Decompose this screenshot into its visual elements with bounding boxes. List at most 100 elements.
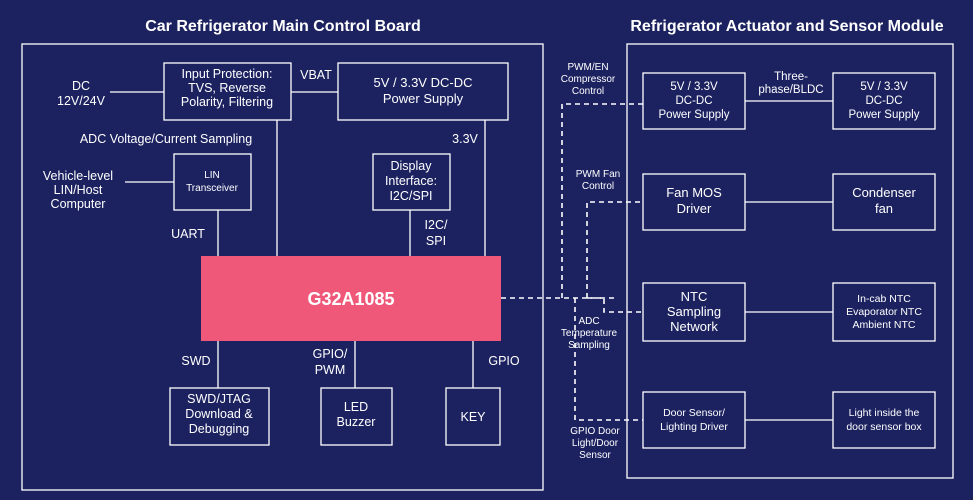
power-supply-box xyxy=(337,62,509,121)
text-line: Light/Door xyxy=(572,438,619,449)
text-line: Temperature xyxy=(561,328,618,339)
module-power-left-text: 5V / 3.3V DC-DC Power Supply xyxy=(659,81,730,121)
mcu-block xyxy=(201,256,501,341)
text-line: SWD xyxy=(181,354,210,368)
door-driver-box xyxy=(642,391,746,449)
text-line: fan xyxy=(875,201,893,216)
text-line: LIN xyxy=(204,170,220,181)
text-line: Driver xyxy=(677,201,712,216)
text-line: UART xyxy=(171,227,205,241)
v33-label: 3.3V xyxy=(452,132,478,146)
gpio-pwm-label: GPIO/PWM xyxy=(313,347,348,377)
text-line: PWM xyxy=(315,363,346,377)
text-line: LED xyxy=(344,400,368,414)
text-line: Network xyxy=(670,319,718,334)
text-line: DC-DC xyxy=(865,95,902,107)
main-board-title: Car Refrigerator Main Control Board xyxy=(145,18,421,35)
text-line: I2C/SPI xyxy=(389,189,432,203)
dash-ntc xyxy=(587,297,643,313)
text-line: GPIO xyxy=(488,354,520,368)
text-line: Lighting Driver xyxy=(660,421,728,433)
swd-jtag-box xyxy=(169,387,270,446)
text-line: Three- xyxy=(774,71,808,83)
text-line: ADC xyxy=(578,316,599,327)
text-line: LIN/Host xyxy=(54,183,103,197)
lin-transceiver-text: LIN Transceiver xyxy=(186,170,239,194)
text-line: Fan MOS xyxy=(666,185,722,200)
adc-voltage-label: ADC Voltage/Current Sampling xyxy=(80,132,252,146)
text-line: Control xyxy=(572,86,604,97)
text-line: ADC Voltage/Current Sampling xyxy=(80,132,252,146)
text-line: Power Supply xyxy=(659,109,730,121)
text-line: VBAT xyxy=(300,68,332,82)
text-line: Door Sensor/ xyxy=(663,407,725,419)
uart-label: UART xyxy=(171,227,205,241)
text-line: 5V / 3.3V xyxy=(670,81,718,93)
text-line: Download & xyxy=(185,407,253,421)
text-line: Light inside the xyxy=(849,407,920,419)
text-line: Debugging xyxy=(189,422,250,436)
dash-compressor xyxy=(561,103,643,298)
text-line: NTC xyxy=(681,289,708,304)
text-line: In-cab NTC xyxy=(857,293,911,305)
text-line: Transceiver xyxy=(186,183,239,194)
text-line: 3.3V xyxy=(452,132,478,146)
door-driver-text: Door Sensor/Lighting Driver xyxy=(660,407,728,433)
text-line: Control xyxy=(582,181,614,192)
text-line: Ambient NTC xyxy=(852,319,915,331)
door-box-light-text: Light inside the door sensor box xyxy=(846,407,922,433)
text-line: DC xyxy=(72,79,90,93)
condenser-fan-box xyxy=(832,173,936,231)
fan-mos-driver-box xyxy=(642,173,746,231)
text-line: GPIO/ xyxy=(313,347,348,361)
text-line: Power Supply xyxy=(849,109,920,121)
text-line: Sampling xyxy=(568,340,610,351)
text-line: door sensor box xyxy=(846,421,922,433)
text-line: TVS, Reverse xyxy=(188,81,266,95)
text-line: Display xyxy=(391,159,433,173)
text-line: PWM Fan xyxy=(576,169,620,180)
text-line: Power Supply xyxy=(383,91,464,106)
ntc-network-box xyxy=(642,282,746,342)
text-line: PWM/EN xyxy=(567,62,608,73)
module-power-left-box xyxy=(642,72,746,130)
text-line: DC-DC xyxy=(675,95,712,107)
text-line: GPIO Door xyxy=(570,426,620,437)
text-line: Compressor xyxy=(561,74,616,85)
mcu-label: G32A1085 xyxy=(307,289,394,309)
text-line: KEY xyxy=(460,410,486,424)
text-line: Computer xyxy=(51,197,106,211)
text-line: Vehicle-level xyxy=(43,169,113,183)
module-power-right-box xyxy=(832,72,936,130)
dash-door xyxy=(574,298,643,421)
text-line: Input Protection: xyxy=(181,67,272,81)
display-interface-box xyxy=(372,153,451,211)
actuator-module-title: Refrigerator Actuator and Sensor Module xyxy=(630,18,943,35)
text-line: Buzzer xyxy=(337,415,376,429)
input-protection-box xyxy=(163,62,292,121)
text-line: Evaporator NTC xyxy=(846,306,922,318)
i2c-spi-label: I2C/SPI xyxy=(425,218,448,248)
actuator-module-frame xyxy=(626,43,954,479)
swd-label: SWD xyxy=(181,354,210,368)
dash-fan xyxy=(586,201,643,298)
vbat-label: VBAT xyxy=(300,68,332,82)
key-text: KEY xyxy=(460,410,486,424)
key-box xyxy=(445,387,501,446)
main-board-frame xyxy=(21,43,544,491)
led-buzzer-box xyxy=(320,387,393,446)
